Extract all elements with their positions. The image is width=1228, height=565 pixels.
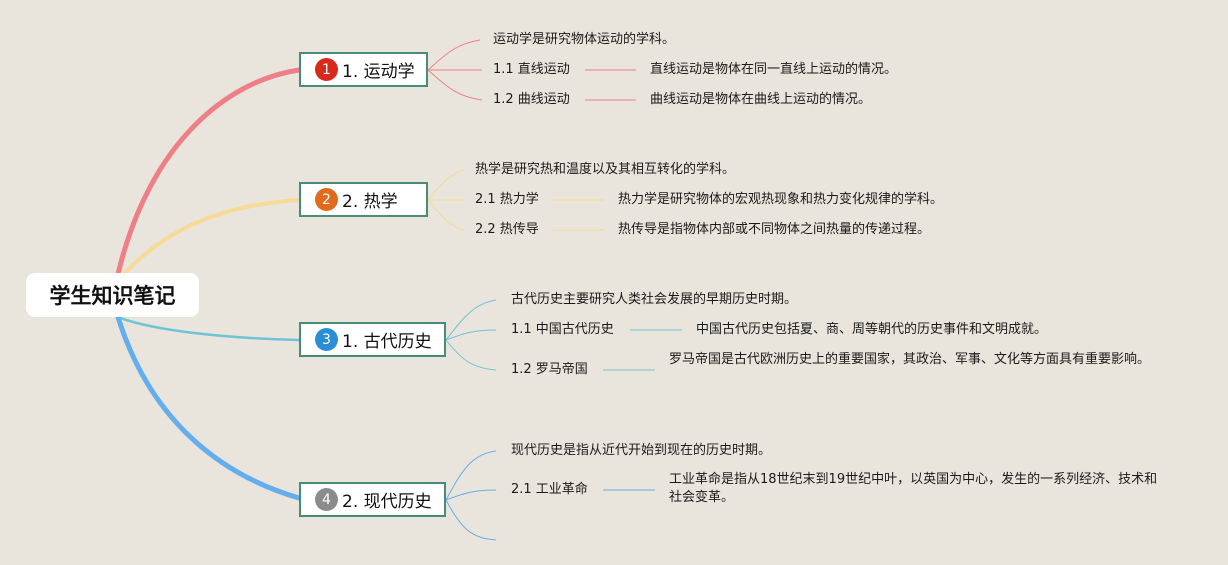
link-b4-summary xyxy=(445,450,497,501)
link-b4-child1 xyxy=(445,489,497,501)
link-root-branch1 xyxy=(115,67,302,277)
root-label: 学生知识笔记 xyxy=(49,284,176,308)
branch4-child1-label[interactable]: 2.1 工业革命 xyxy=(511,482,588,497)
branch2-child1-label[interactable]: 2.1 热力学 xyxy=(475,192,539,207)
link-b3-child1 xyxy=(445,329,497,341)
link-root-branch3 xyxy=(116,315,301,342)
badge-1-icon: 1 xyxy=(315,58,338,81)
branch-label: 2. 现代历史 xyxy=(342,492,432,512)
link-root-branch2 xyxy=(122,198,301,276)
link-b3-child2 xyxy=(445,339,497,371)
link-b2-child2 xyxy=(427,199,465,231)
branch2-child2-label[interactable]: 2.2 热传导 xyxy=(475,222,539,237)
branch2-child1-detail[interactable]: 热力学是研究物体的宏观热现象和热力变化规律的学科。 xyxy=(618,192,944,207)
branch3-summary[interactable]: 古代历史主要研究人类社会发展的早期历史时期。 xyxy=(511,292,798,307)
branch3-child2-detail[interactable]: 罗马帝国是古代欧洲历史上的重要国家，其政治、军事、文化等方面具有重要影响。 xyxy=(669,352,1151,367)
branch2-summary[interactable]: 热学是研究热和温度以及其相互转化的学科。 xyxy=(475,162,736,177)
branch4-child1-detail[interactable]: 工业革命是指从18世纪末到19世纪中叶，以英国为中心，发生的一系列经济、技术和社… xyxy=(669,472,1158,505)
root-node[interactable]: 学生知识笔记 xyxy=(26,273,199,317)
link-root-branch4 xyxy=(115,314,302,501)
branch1-child1-label[interactable]: 1.1 直线运动 xyxy=(493,62,570,77)
link-b1-summary xyxy=(427,39,481,71)
link-b4-empty xyxy=(445,499,497,541)
branch3-child1-detail[interactable]: 中国古代历史包括夏、商、周等朝代的历史事件和文明成就。 xyxy=(696,322,1048,337)
branch-modern-history[interactable]: 4 2. 现代历史 xyxy=(299,482,446,517)
branch3-child1-label[interactable]: 1.1 中国古代历史 xyxy=(511,322,614,337)
link-b3-summary xyxy=(445,299,497,341)
branch1-summary[interactable]: 运动学是研究物体运动的学科。 xyxy=(493,32,676,47)
branch-kinematics[interactable]: 1 1. 运动学 xyxy=(299,52,428,87)
branch-label: 1. 运动学 xyxy=(342,62,415,82)
badge-4-icon: 4 xyxy=(315,488,338,511)
link-b2-summary xyxy=(427,169,465,201)
branch-thermodynamics[interactable]: 2 2. 热学 xyxy=(299,182,428,217)
link-b1-child2 xyxy=(427,69,483,101)
branch2-child2-detail[interactable]: 热传导是指物体内部或不同物体之间热量的传递过程。 xyxy=(618,222,931,237)
badge-3-icon: 3 xyxy=(315,328,338,351)
branch1-child1-detail[interactable]: 直线运动是物体在同一直线上运动的情况。 xyxy=(650,62,898,77)
badge-2-icon: 2 xyxy=(315,188,338,211)
branch1-child2-detail[interactable]: 曲线运动是物体在曲线上运动的情况。 xyxy=(650,92,872,107)
branch-label: 2. 热学 xyxy=(342,192,398,212)
branch-label: 1. 古代历史 xyxy=(342,332,432,352)
branch1-child2-label[interactable]: 1.2 曲线运动 xyxy=(493,92,570,107)
branch3-child2-label[interactable]: 1.2 罗马帝国 xyxy=(511,362,588,377)
branch-ancient-history[interactable]: 3 1. 古代历史 xyxy=(299,322,446,357)
branch4-summary[interactable]: 现代历史是指从近代开始到现在的历史时期。 xyxy=(511,443,772,458)
